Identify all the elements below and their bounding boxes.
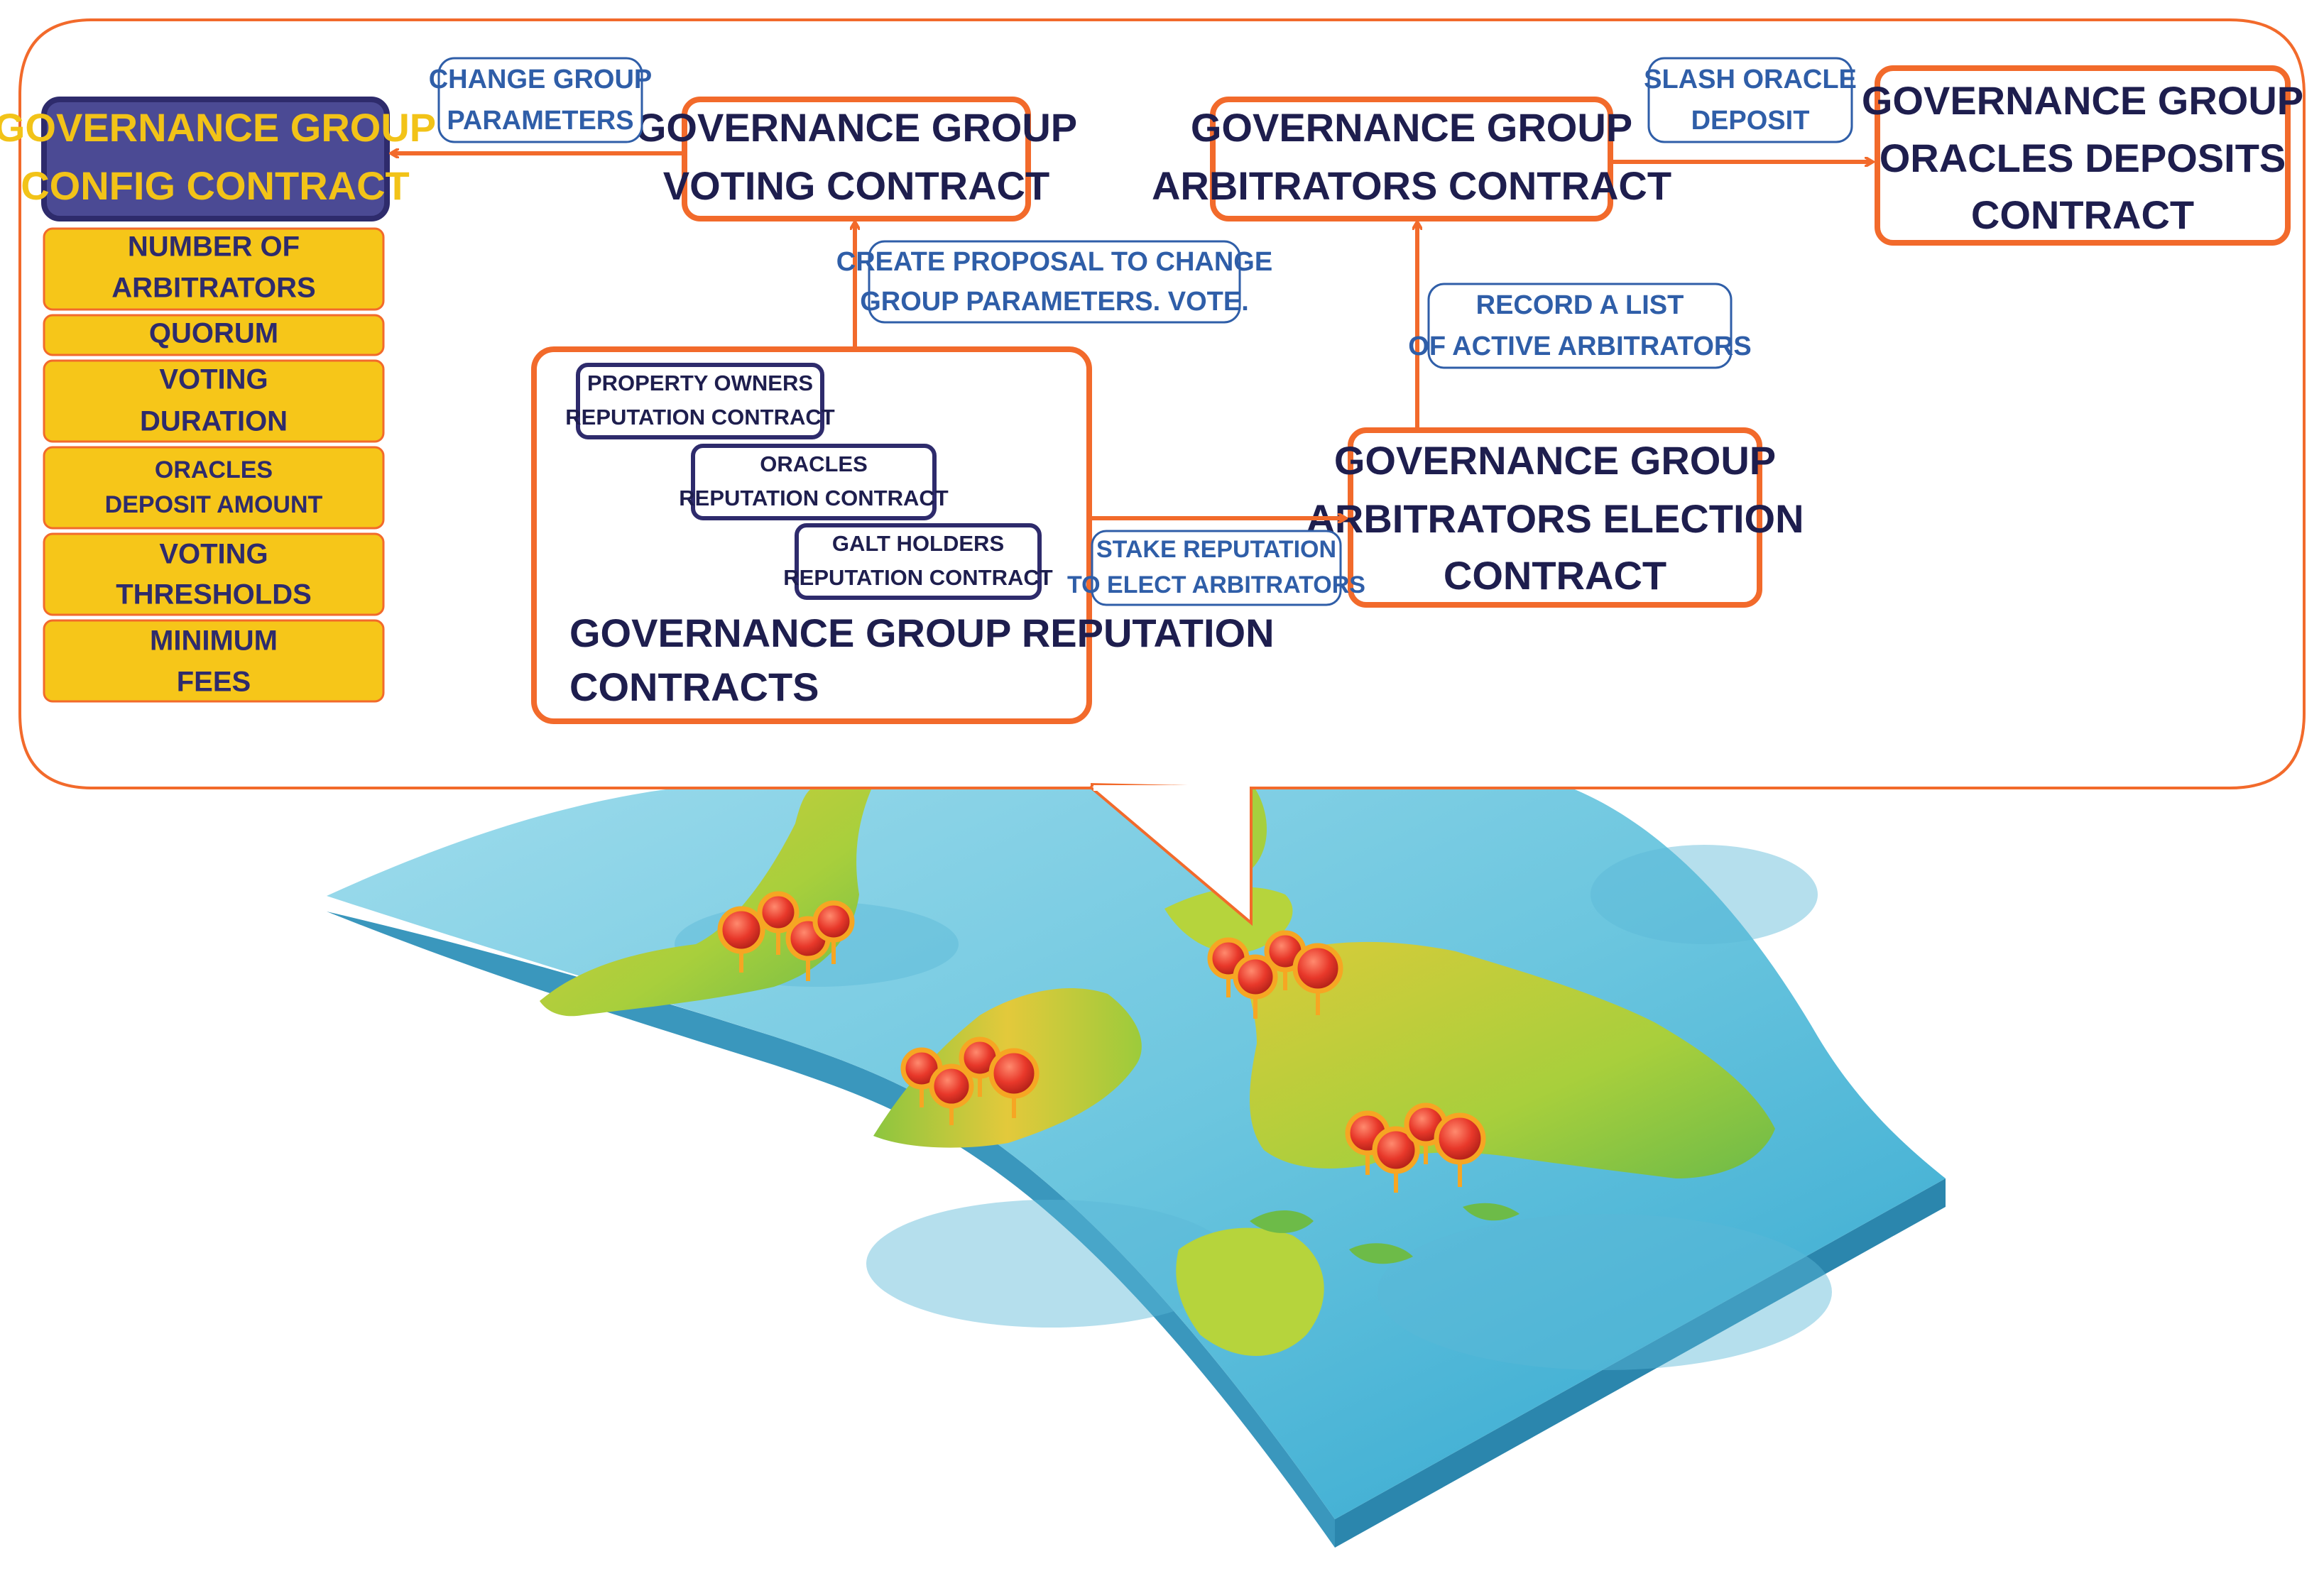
voting-title-line1: GOVERNANCE GROUP [635, 105, 1077, 150]
deposits-title-line3: CONTRACT [1971, 192, 2194, 237]
sub-oracles-reputation [691, 444, 937, 520]
arbitrators-title-line1: GOVERNANCE GROUP [1191, 105, 1632, 150]
edge-labels: CHANGE GROUP PARAMETERS CREATE PROPOSAL … [429, 57, 1857, 606]
config-contract: GOVERNANCE GROUP CONFIG CONTRACT NUMBER … [0, 97, 436, 703]
label-create-proposal-box [868, 240, 1241, 324]
sub-galt-holders-reputation [795, 523, 1042, 600]
sub-property-owners-reputation [576, 363, 824, 439]
arbitrators-contract: GOVERNANCE GROUP ARBITRATORS CONTRACT [1152, 97, 1671, 221]
param-label-line2: DURATION [140, 406, 288, 437]
land-islands [1250, 1203, 1520, 1264]
param-label-line1: ORACLES [155, 456, 273, 483]
param-label-line2: FEES [177, 667, 251, 698]
pin-marker [1233, 954, 1278, 1019]
reputation-contracts: PROPERTY OWNERS REPUTATION CONTRACT ORAC… [531, 346, 1275, 724]
arbitrators-title-line2: ARBITRATORS CONTRACT [1152, 163, 1671, 208]
reputation-title-line1: GOVERNANCE GROUP REPUTATION [569, 611, 1275, 655]
param-label-line1: QUORUM [149, 318, 278, 349]
callout-pointer [1089, 785, 1253, 926]
label-record-list-line1: RECORD A LIST [1476, 290, 1684, 320]
pin-marker [717, 906, 765, 973]
param-label-line1: VOTING [159, 364, 268, 395]
label-change-params-box [437, 57, 643, 143]
param-oracles-deposit-amount [43, 446, 385, 530]
deposits-title-line1: GOVERNANCE GROUP [1862, 78, 2303, 123]
label-change-params-line1: CHANGE GROUP [429, 65, 653, 94]
config-title-line1: GOVERNANCE GROUP [0, 105, 436, 150]
param-label-line1: MINIMUM [150, 625, 278, 657]
pin-marker [1434, 1112, 1486, 1187]
label-change-params-line2: PARAMETERS [447, 106, 633, 136]
election-contract-box [1348, 427, 1762, 608]
sub-label-line1: GALT HOLDERS [832, 531, 1004, 556]
param-number-of-arbitrators [43, 227, 385, 311]
param-voting-duration [43, 359, 385, 443]
election-title-line2: ARBITRATORS ELECTION [1306, 496, 1804, 541]
label-slash-deposit-line1: SLASH ORACLE [1644, 65, 1857, 94]
deposits-title-line2: ORACLES DEPOSITS [1880, 136, 2286, 180]
arbitrators-election-contract: GOVERNANCE GROUP ARBITRATORS ELECTION CO… [1306, 427, 1804, 608]
pin-marker [1292, 943, 1343, 1015]
land-africa [1176, 1227, 1324, 1356]
label-stake-reputation-line2: TO ELECT ARBITRATORS [1067, 571, 1365, 598]
param-label-line2: ARBITRATORS [111, 273, 315, 304]
label-create-proposal-line1: CREATE PROPOSAL TO CHANGE [836, 247, 1272, 277]
reputation-title-line2: CONTRACTS [569, 664, 819, 709]
sub-label-line1: PROPERTY OWNERS [587, 371, 813, 395]
election-title-line3: CONTRACT [1444, 553, 1666, 598]
pin-marker [988, 1048, 1040, 1118]
voting-contract-box [682, 97, 1031, 221]
label-record-list-line2: OF ACTIVE ARBITRATORS [1408, 332, 1751, 361]
config-contract-title-box [41, 97, 390, 221]
label-stake-reputation-line1: STAKE REPUTATION [1096, 536, 1336, 563]
label-slash-deposit-line2: DEPOSIT [1691, 106, 1810, 136]
land-north-america [540, 784, 873, 1017]
param-minimum-fees [43, 619, 385, 703]
world-map [327, 766, 1946, 1548]
pin-marker [1372, 1126, 1420, 1193]
param-label-line2: THRESHOLDS [116, 579, 312, 611]
sub-label-line2: REPUTATION CONTRACT [565, 405, 834, 429]
sub-label-line1: ORACLES [760, 452, 868, 476]
arbitrators-contract-box [1210, 97, 1613, 221]
sub-label-line2: REPUTATION CONTRACT [679, 486, 948, 510]
param-voting-thresholds [43, 532, 385, 616]
param-label-line2: DEPOSIT AMOUNT [105, 491, 323, 518]
map-pins [717, 891, 1486, 1193]
oracles-deposits-contract: GOVERNANCE GROUP ORACLES DEPOSITS CONTRA… [1862, 65, 2303, 246]
label-slash-deposit-box [1647, 57, 1853, 143]
param-quorum [43, 314, 385, 356]
label-record-list-box [1427, 283, 1733, 369]
flow-arrows [392, 153, 1872, 518]
param-label-line1: VOTING [159, 539, 268, 570]
label-stake-reputation-box [1091, 530, 1342, 606]
label-create-proposal-line2: GROUP PARAMETERS. VOTE. [860, 287, 1249, 317]
sub-label-line2: REPUTATION CONTRACT [783, 565, 1052, 590]
config-title-line2: CONFIG CONTRACT [21, 163, 410, 208]
param-label-line1: NUMBER OF [128, 231, 300, 263]
election-title-line1: GOVERNANCE GROUP [1334, 438, 1776, 483]
map-slab-front [1335, 1178, 1946, 1548]
pin-marker [757, 891, 800, 955]
deposits-contract-box [1875, 65, 2291, 246]
pin-marker [929, 1063, 974, 1125]
land-europe [1164, 887, 1293, 953]
voting-contract: GOVERNANCE GROUP VOTING CONTRACT [635, 97, 1077, 221]
pin-marker [812, 900, 855, 964]
voting-title-line2: VOTING CONTRACT [663, 163, 1049, 208]
